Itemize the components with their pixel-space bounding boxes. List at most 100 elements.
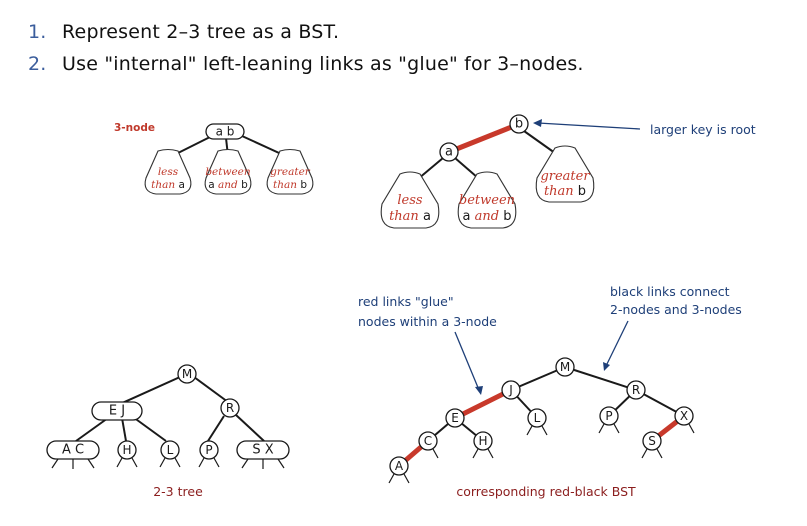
rb-node-J-circle (501, 380, 521, 400)
black-links-arrow (605, 320, 629, 367)
three-node-subtree-between (204, 148, 252, 195)
rb-node-L-circle (527, 408, 547, 428)
t23-leaf-H-circle (117, 440, 137, 460)
rb-node-E-circle (445, 408, 465, 428)
bst-greater-line1: greater (540, 169, 590, 184)
black-links-annotation-line1: black links connect (610, 284, 730, 299)
svg-text:than b: than b (273, 179, 307, 191)
rb-node-R: R (632, 383, 640, 397)
rb-node-P: P (605, 409, 612, 423)
rb-node-M-circle (555, 357, 575, 377)
bst-node-a: a (445, 145, 453, 160)
larger-key-annotation: larger key is root (650, 122, 756, 137)
step-2-number: 2. (28, 53, 47, 75)
bst-subtree-less (380, 171, 440, 229)
rb-node-J: J (508, 383, 513, 397)
rb-red-link-E-J (453, 387, 513, 421)
t23-node-R-circle (220, 398, 240, 418)
step-1-number: 1. (28, 21, 47, 43)
three-node-less-than: than (151, 179, 178, 191)
three-node-keys: a b (216, 125, 235, 139)
t23-node-M-circle (177, 364, 197, 384)
t23-caption: 2-3 tree (153, 484, 203, 499)
t23-node-EJ: E J (109, 404, 125, 419)
rb-node-M: M (560, 360, 570, 374)
red-black-tree: M J R E L P X C H S A red links "glue" n… (358, 284, 742, 499)
bst-node-b-circle (509, 114, 529, 134)
bst-subtree-between (457, 171, 517, 229)
rb-node-H-circle (473, 431, 493, 451)
three-node-between-line1: between (205, 166, 251, 178)
t23-leaf-P: P (205, 443, 212, 457)
t23-leaf-P-circle (199, 440, 219, 460)
red-links-annotation-line2: nodes within a 3-node (358, 314, 497, 329)
red-links-arrowhead (475, 386, 483, 395)
rb-node-E: E (451, 411, 459, 425)
larger-key-arrowhead (533, 119, 542, 127)
three-node-subtree-greater (266, 148, 314, 195)
rb-null-links (388, 423, 695, 484)
bst-greater-key: b (578, 184, 586, 199)
step-2-text: Use "internal" left-leaning links as "gl… (62, 53, 584, 75)
bst-between-key-b: b (503, 209, 511, 224)
rb-node-C: C (424, 434, 432, 448)
rb-node-R-circle (626, 380, 646, 400)
t23-leaf-L: L (167, 443, 174, 457)
three-node-between-key-a: a (208, 179, 214, 191)
black-links-annotation-line2: 2-nodes and 3-nodes (610, 302, 742, 317)
svg-text:a and b: a and b (463, 209, 512, 224)
t23-null-links (51, 457, 285, 469)
red-links-arrow (454, 331, 480, 391)
three-node-between-key-b: b (241, 179, 248, 191)
t23-leaf-AC: A C (62, 443, 84, 458)
three-node-label: 3-node (114, 122, 155, 134)
three-node-greater-line1: greater (270, 166, 311, 178)
t23-node-M: M (182, 367, 192, 381)
rb-node-H: H (478, 434, 487, 448)
bst-less-key: a (423, 209, 431, 224)
black-links-arrowhead (603, 362, 610, 371)
rb-node-X: X (680, 409, 688, 423)
svg-text:than a: than a (389, 209, 431, 224)
three-node-greater-key: b (300, 179, 307, 191)
bst-less-line1: less (397, 193, 423, 208)
three-node-less-line1: less (158, 166, 179, 178)
bst-subtree-greater (535, 145, 595, 203)
rb-node-S: S (648, 434, 656, 448)
bst-between-line1: between (459, 193, 515, 208)
rb-node-A-circle (389, 456, 409, 476)
t23-leaf-SX: S X (252, 443, 273, 458)
larger-key-arrow (537, 122, 641, 130)
rb-node-P-circle (599, 406, 619, 426)
bst-less-than: than (389, 209, 423, 224)
bst-node-a-circle (439, 142, 459, 162)
three-node-between-and: and (215, 179, 241, 191)
three-node-greater-than: than (273, 179, 300, 191)
t23-leaf-L-circle (160, 440, 180, 460)
t23-node-R: R (226, 401, 234, 415)
rb-caption: corresponding red-black BST (456, 484, 636, 499)
two-three-tree: M E J R A C H L P S X 2-3 tree (46, 364, 290, 499)
red-links-annotation-line1: red links "glue" (358, 294, 454, 309)
bst-red-link (448, 121, 520, 155)
bst-between-key-a: a (463, 209, 471, 224)
three-node-subtree-less (144, 148, 192, 195)
step-1-text: Represent 2–3 tree as a BST. (62, 21, 340, 43)
t23-leaf-H: H (122, 443, 131, 457)
rb-node-S-circle (642, 431, 662, 451)
step-1: 1. Represent 2–3 tree as a BST. (28, 16, 584, 48)
bst-node-b: b (515, 117, 523, 132)
three-node-less-key: a (178, 179, 184, 191)
bst-greater-than: than (544, 184, 578, 199)
three-node-keys-node (205, 123, 245, 140)
step-2: 2. Use "internal" left-leaning links as "… (28, 48, 584, 80)
rb-node-A: A (395, 459, 404, 473)
bst-node-diagram: less than a between a and b greater than… (380, 114, 756, 229)
svg-text:a and b: a and b (208, 179, 248, 191)
rb-node-C-circle (418, 431, 438, 451)
steps-list: 1. Represent 2–3 tree as a BST. 2. Use "in… (28, 16, 584, 80)
rb-node-L: L (534, 411, 541, 425)
rb-node-X-circle (674, 406, 694, 426)
svg-text:than b: than b (544, 184, 586, 199)
